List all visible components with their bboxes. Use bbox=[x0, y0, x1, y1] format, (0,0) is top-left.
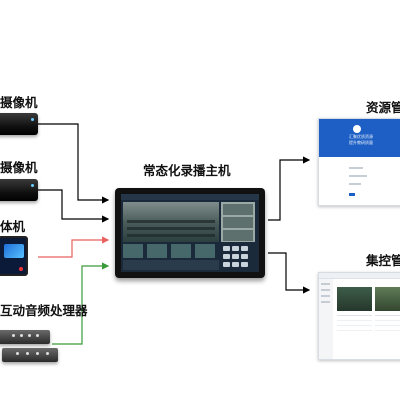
camera2-label: 摄像机 bbox=[0, 160, 38, 175]
resource-management-screenshot: 汇聚优质资源 提升教研质量 bbox=[318, 118, 400, 206]
control-label: 集控管 bbox=[366, 253, 400, 268]
recording-host-monitor bbox=[115, 188, 265, 278]
audio-processor-device-bottom bbox=[2, 348, 58, 362]
camera1-device bbox=[0, 113, 38, 135]
camera2-to-host-arrow bbox=[38, 189, 110, 223]
host-to-resource-arrow bbox=[268, 156, 311, 221]
all-in-one-device bbox=[0, 236, 28, 276]
aio-label: 体机 bbox=[0, 219, 26, 234]
camera1-to-host-arrow bbox=[38, 123, 110, 204]
host-screen bbox=[121, 194, 259, 272]
host-to-control-arrow bbox=[268, 252, 311, 294]
audio-processor-device-top bbox=[0, 330, 50, 344]
host-label: 常态化录播主机 bbox=[143, 163, 231, 178]
camera1-label: 摄像机 bbox=[0, 95, 38, 110]
resource-banner-line1: 汇聚优质资源 bbox=[349, 134, 373, 139]
audio-to-host-arrow bbox=[52, 262, 110, 345]
camera2-device bbox=[0, 179, 38, 201]
aio-to-host-arrow bbox=[38, 236, 110, 258]
resource-label: 资源管 bbox=[366, 100, 400, 115]
control-management-screenshot bbox=[318, 272, 400, 360]
resource-banner-line2: 提升教研质量 bbox=[349, 140, 373, 145]
audio-label: 互动音频处理器 bbox=[0, 303, 88, 318]
